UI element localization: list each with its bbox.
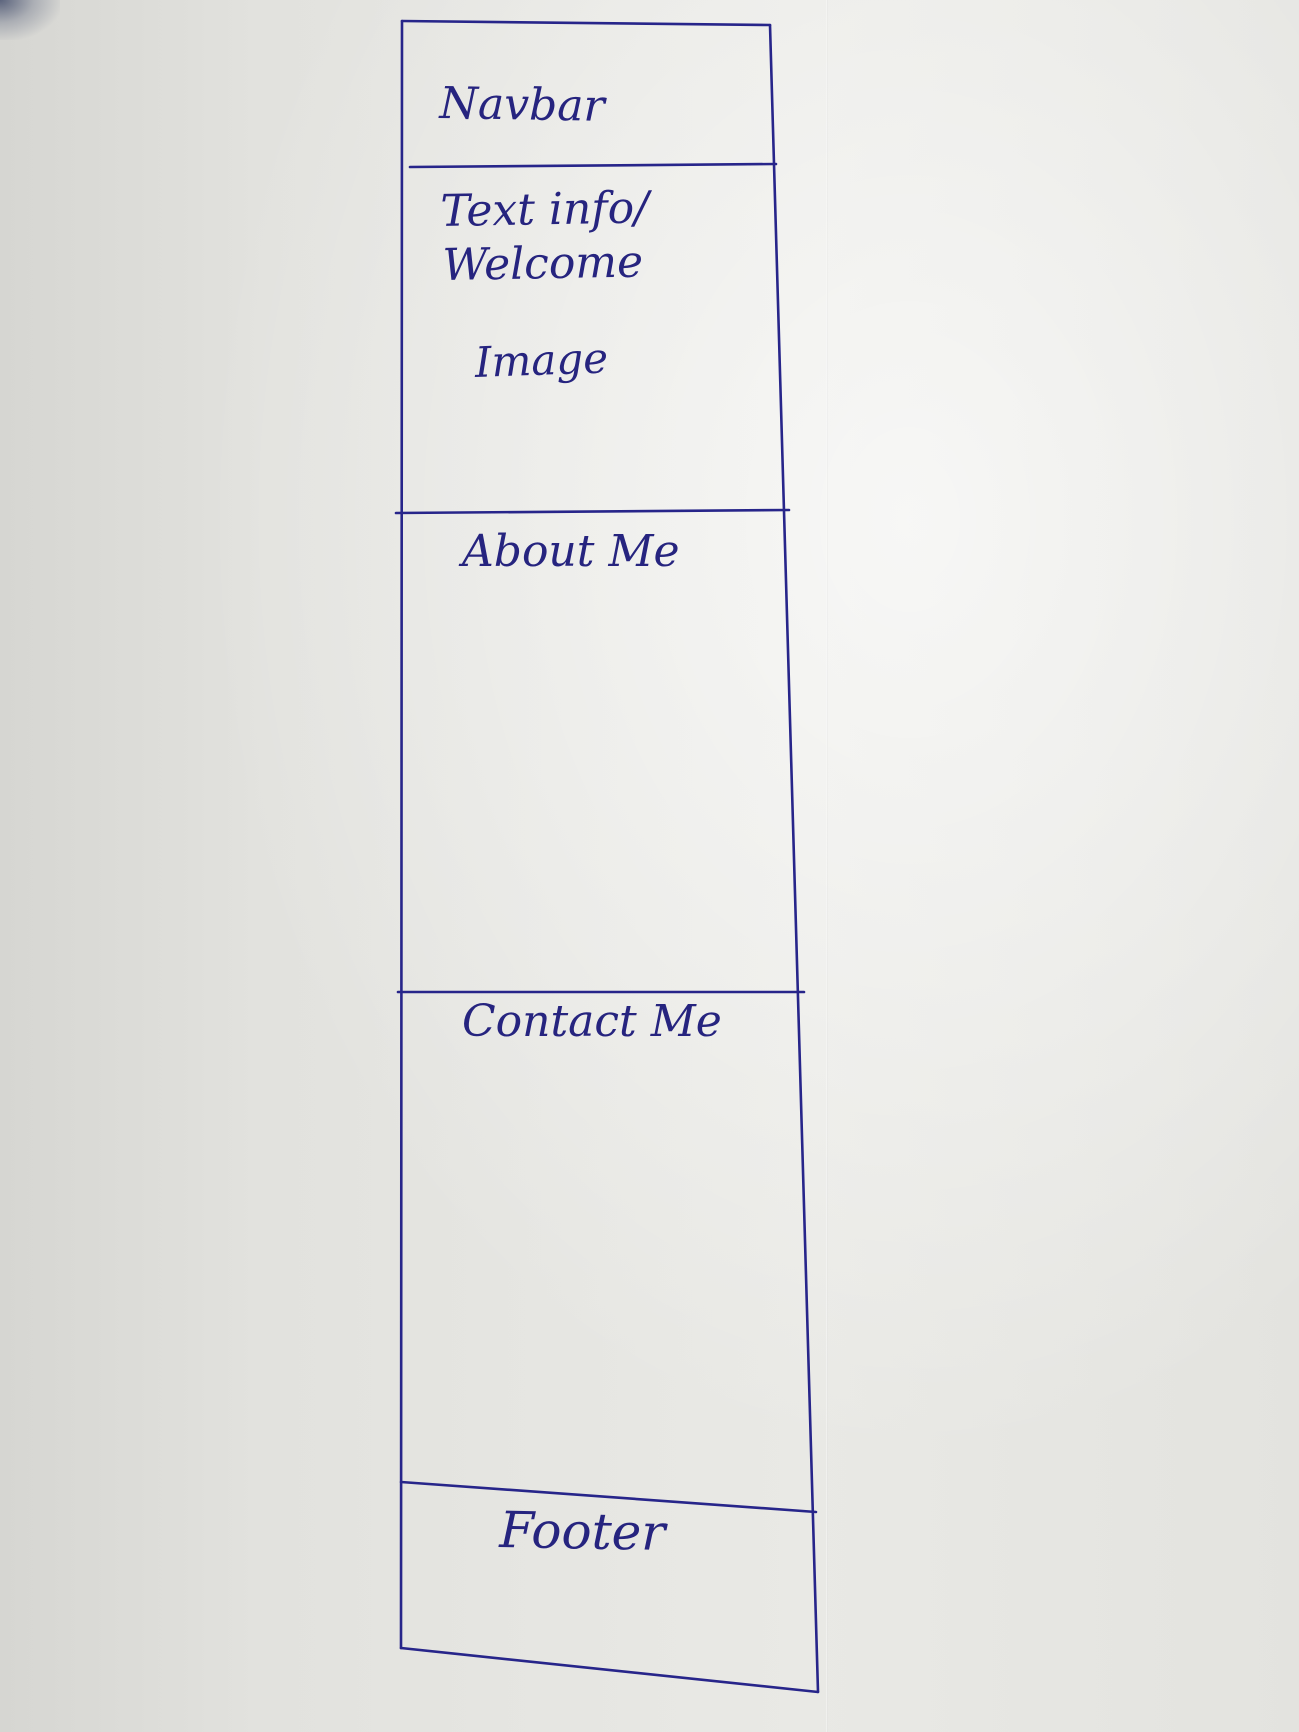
hero-text-info-label: Text info/ [440, 182, 650, 237]
navbar-label: Navbar [439, 78, 606, 132]
frame-right-edge [768, 23, 820, 1694]
frame-top-edge [400, 19, 772, 27]
paper-fold [826, 0, 828, 1732]
corner-shadow [0, 0, 60, 40]
frame-bottom-edge [399, 1646, 820, 1694]
contact-me-label: Contact Me [462, 996, 722, 1047]
divider-contact-footer [399, 1480, 818, 1514]
divider-navbar-hero [408, 162, 778, 169]
hero-welcome-label: Welcome [442, 236, 644, 291]
about-me-label: About Me [462, 526, 680, 577]
hero-image-label: Image [474, 333, 609, 387]
frame-left-edge [399, 19, 404, 1650]
footer-label: Footer [498, 1500, 666, 1562]
divider-hero-about [394, 508, 791, 515]
